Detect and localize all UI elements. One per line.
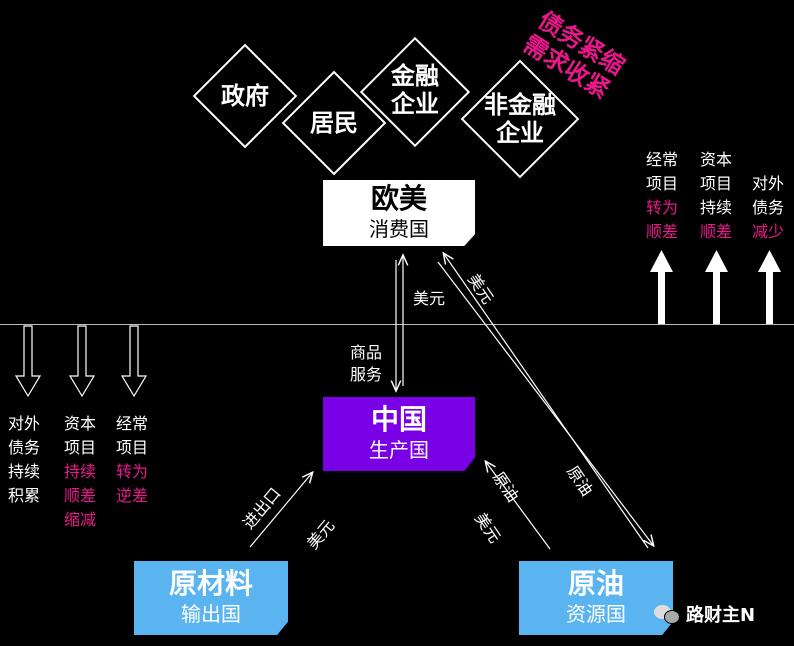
left-col-current-account: 经常 项目 转为 逆差 [116, 412, 156, 508]
right-col-current-account: 经常 项目 转为 顺差 [646, 148, 686, 244]
down-arrows [14, 325, 148, 398]
china-producer-box: 中国 生产国 [323, 397, 475, 471]
oil-subtitle: 资源国 [566, 602, 626, 626]
sector-label-gov: 政府 [221, 82, 269, 110]
right-col-3-white: 对外 债务 [752, 174, 785, 217]
usd-label-west-china: 美元 [413, 289, 446, 308]
trade-arrow-materials-china [249, 473, 312, 548]
right-col-3-pink: 减少 [752, 222, 785, 241]
up-arrows [650, 250, 781, 324]
materials-exporter-box: 原材料 输出国 [134, 561, 288, 635]
right-col-1-white: 经常 项目 [646, 150, 679, 193]
left-col-3-white: 经常 项目 [116, 414, 149, 457]
sector-label-fin: 金融 企业 [391, 62, 439, 118]
right-col-2-pink: 顺差 [700, 222, 733, 241]
left-col-capital-account: 资本 项目 持续 顺差 缩减 [64, 412, 104, 532]
divider-line [0, 324, 794, 325]
right-col-1-pink: 转为 顺差 [646, 198, 679, 241]
left-col-1-white: 对外 债务 持续 积累 [8, 414, 41, 505]
oil-title: 原油 [567, 567, 624, 600]
left-col-3-pink: 转为 逆差 [116, 462, 149, 505]
materials-subtitle: 输出国 [181, 602, 241, 626]
wechat-icon [654, 602, 680, 626]
oil-arrow-to-china [486, 462, 551, 550]
oil-arrow-to-west [437, 261, 653, 545]
left-col-external-debt: 对外 债务 持续 积累 [8, 412, 48, 508]
west-consumer-box: 欧美 消费国 [323, 180, 475, 246]
right-col-2-white: 资本 项目 持续 [700, 150, 733, 217]
sector-label-nonfin: 非金融 企业 [484, 91, 556, 147]
west-subtitle: 消费国 [369, 217, 429, 241]
oil-resource-box: 原油 资源国 [519, 561, 673, 635]
right-col-capital-account: 资本 项目 持续 顺差 [700, 148, 740, 244]
usd-arrow-to-west-from-oil [444, 254, 649, 549]
west-title: 欧美 [370, 182, 427, 215]
watermark-text: 路财主N [686, 605, 756, 626]
china-title: 中国 [370, 403, 427, 436]
goods-services-label: 商品 服务 [350, 343, 383, 384]
watermark: 路财主N [654, 601, 755, 627]
materials-title: 原材料 [168, 567, 253, 600]
left-col-2-pink: 持续 顺差 缩减 [64, 462, 97, 529]
right-col-external-debt: 对外 债务 减少 [752, 172, 792, 244]
left-col-2-white: 资本 项目 [64, 414, 97, 457]
sector-label-households: 居民 [310, 109, 358, 137]
china-subtitle: 生产国 [369, 438, 429, 462]
